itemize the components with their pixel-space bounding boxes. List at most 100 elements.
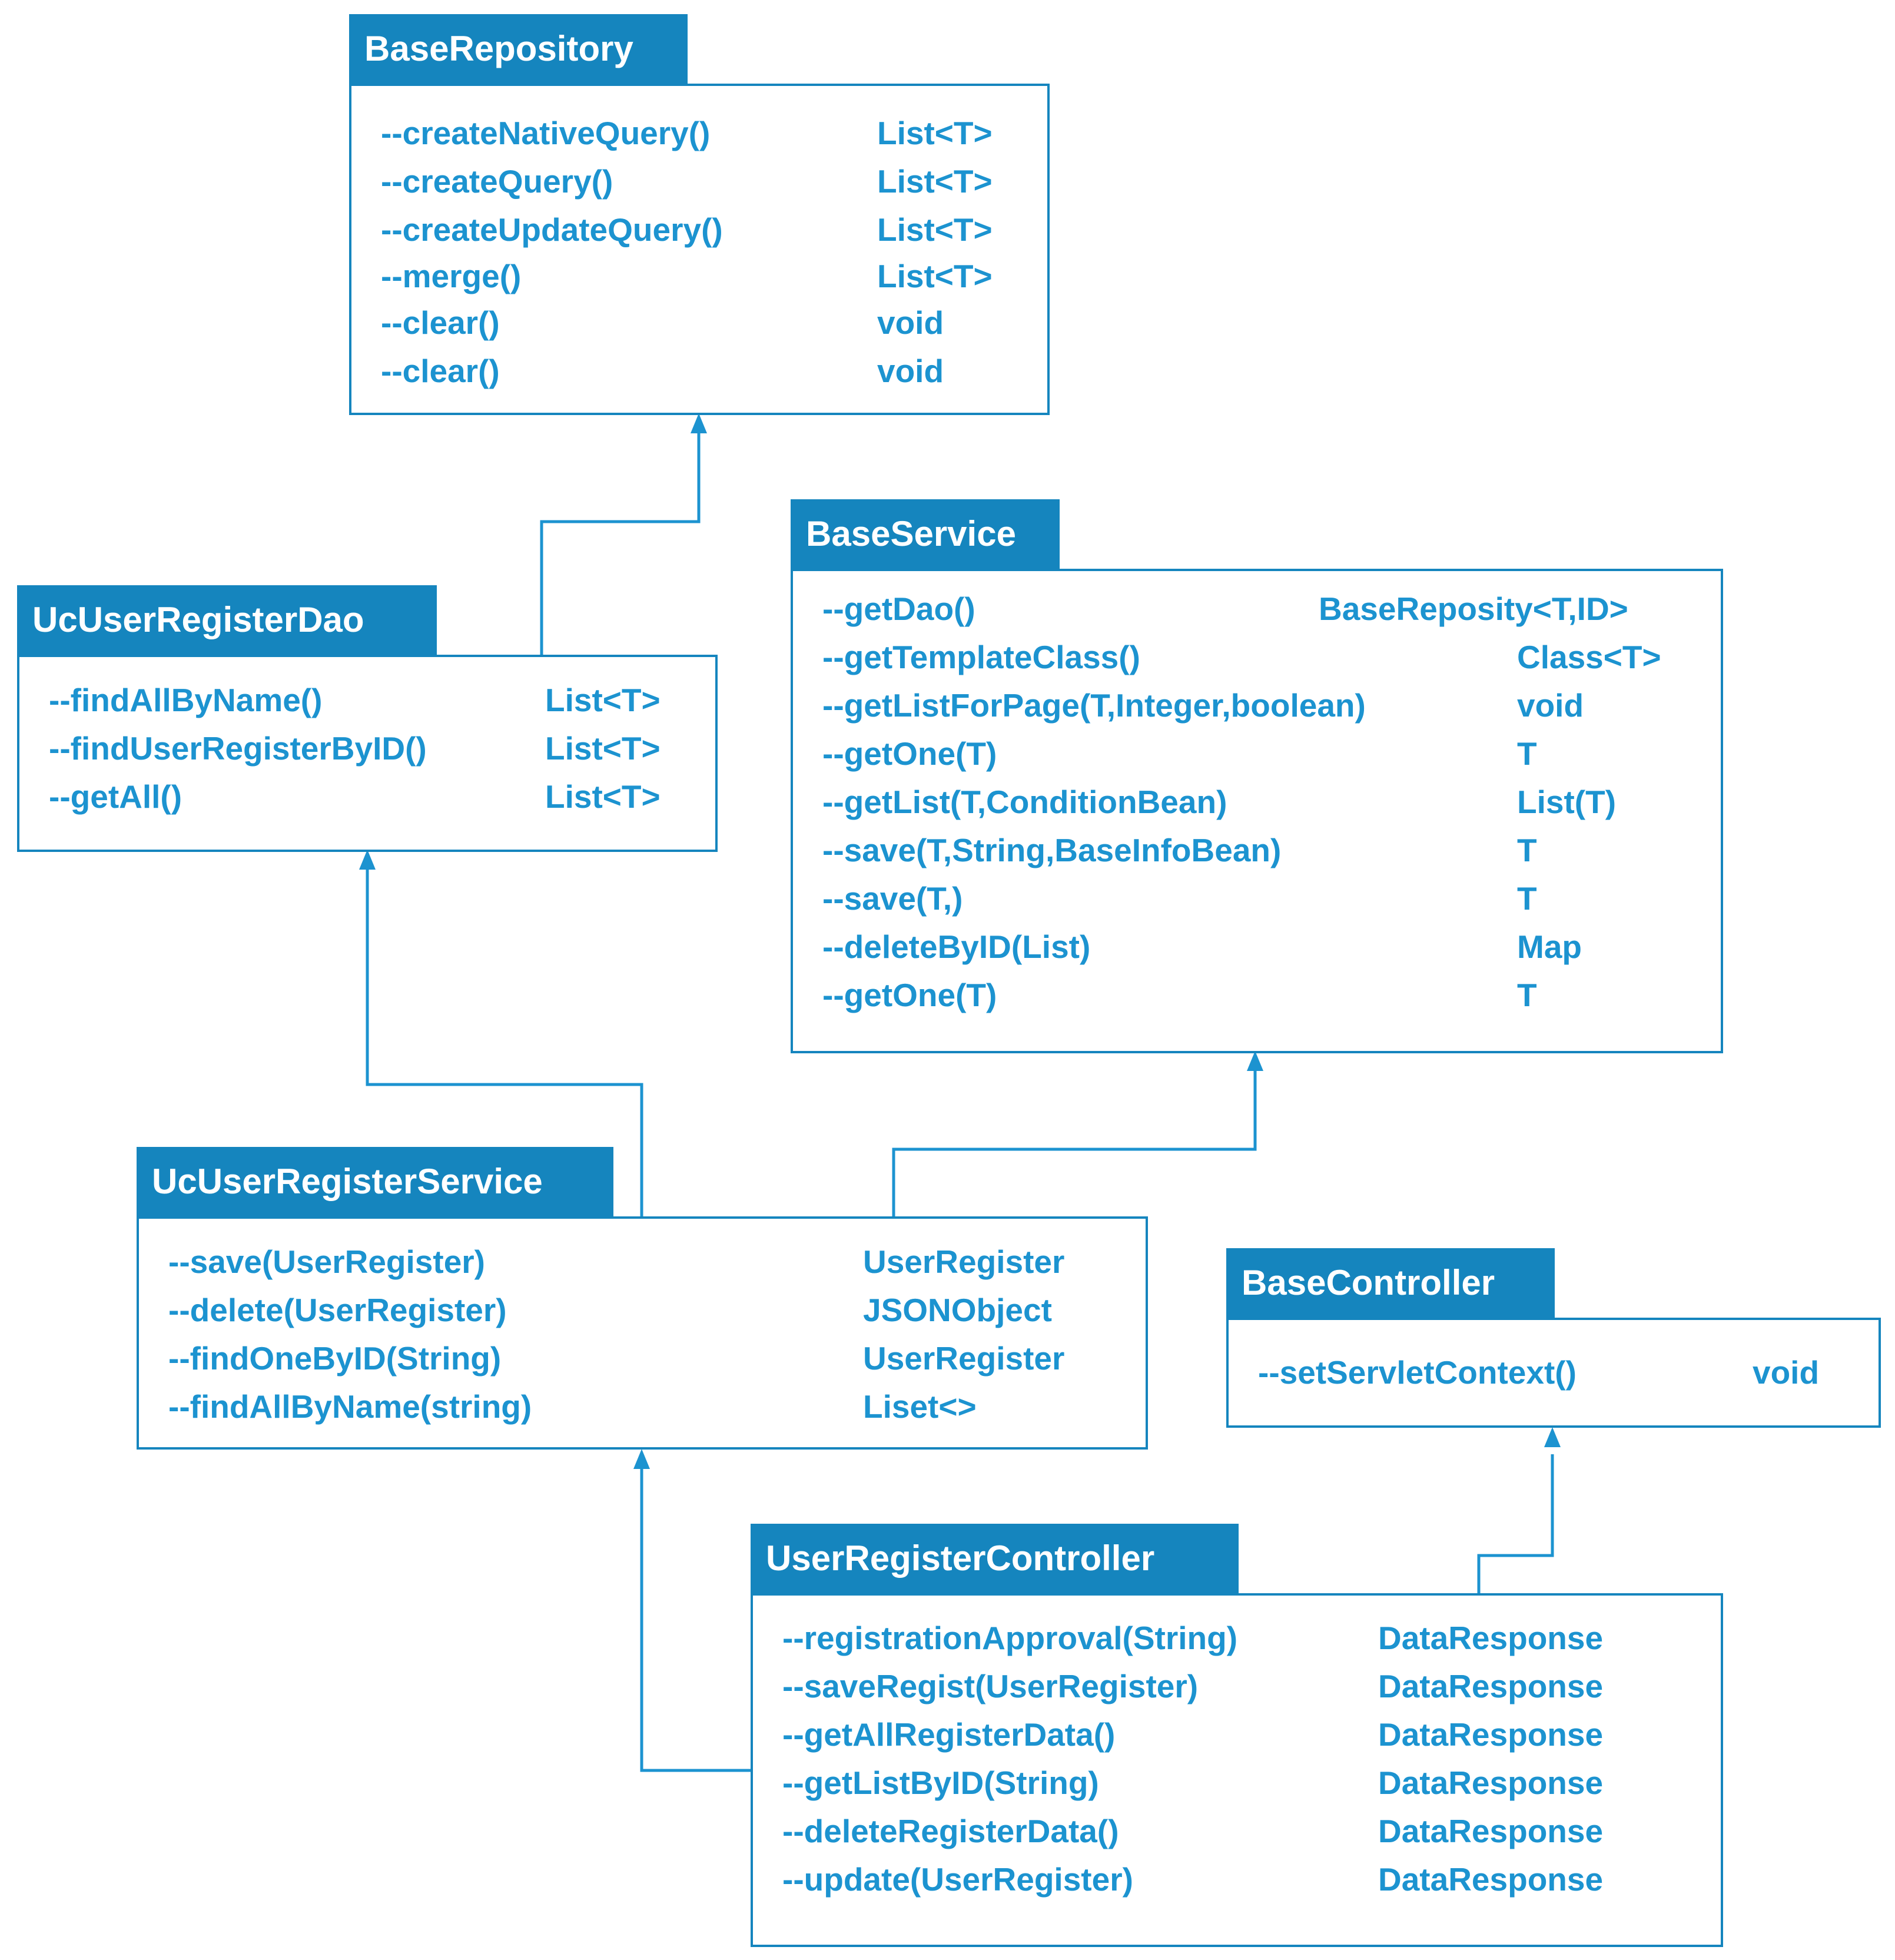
return-type: Map [1517,928,1582,965]
return-type: void [877,304,944,341]
member-row: --getListByID(String) DataResponse [753,1759,1721,1807]
member-row: --getAll() List<T> [19,772,715,821]
method-name: --getAllRegisterData() [782,1716,1116,1753]
return-type: List<T> [877,163,993,200]
arrowhead-service [633,1449,650,1469]
member-row: --saveRegist(UserRegister) DataResponse [753,1662,1721,1710]
member-row: --setServletContext() void [1229,1348,1879,1397]
return-type: List(T) [1517,784,1617,820]
method-name: --setServletContext() [1258,1354,1577,1391]
arrowhead-dao [359,850,376,870]
member-row: --getDao() BaseReposity<T,ID> [793,585,1721,633]
method-name: --save(UserRegister) [168,1243,485,1280]
method-name: --createQuery() [381,163,613,200]
return-type: void [1753,1354,1820,1391]
member-row: --save(T,String,BaseInfoBean) T [793,826,1721,874]
method-name: --clear() [381,304,500,341]
member-row: --clear() void [351,347,1047,395]
class-body: --createNativeQuery() List<T> --createQu… [349,84,1050,415]
method-name: --findAllByName() [49,682,323,718]
member-row: --findAllByName() List<T> [19,676,715,724]
method-name: --getListByID(String) [782,1765,1099,1801]
method-name: --clear() [381,353,500,389]
class-body: --getDao() BaseReposity<T,ID> --getTempl… [791,569,1723,1053]
connector-service-to-dao [366,865,643,1216]
method-name: --getTemplateClass() [822,639,1140,675]
return-type: T [1517,880,1537,917]
member-row: --registrationApproval(String) DataRespo… [753,1614,1721,1662]
member-row: --save(UserRegister) UserRegister [139,1238,1146,1286]
return-type: T [1517,977,1537,1013]
return-type: void [877,353,944,389]
method-name: --delete(UserRegister) [168,1292,507,1328]
method-name: --createUpdateQuery() [381,211,723,248]
method-name: --findAllByName(string) [168,1388,532,1425]
member-row: --getOne(T) T [793,729,1721,778]
connector-service-to-baseservice [892,1067,1257,1216]
return-type: DataResponse [1378,1813,1604,1849]
class-body: --save(UserRegister) UserRegister --dele… [137,1216,1148,1450]
return-type: T [1517,832,1537,868]
class-title: BaseRepository [349,14,688,84]
member-row: --getAllRegisterData() DataResponse [753,1710,1721,1759]
arrowhead-basecontroller [1544,1427,1561,1447]
class-title: UcUserRegisterService [137,1147,613,1216]
class-title: UserRegisterController [751,1524,1239,1593]
method-name: --save(T,) [822,880,963,917]
connector-controller-to-basecontroller [1477,1454,1554,1593]
method-name: --getList(T,ConditionBean) [822,784,1227,820]
member-row: --getOne(T) T [793,971,1721,1019]
return-type: JSONObject [863,1292,1052,1328]
method-name: --createNativeQuery() [381,115,711,151]
return-type: UserRegister [863,1340,1065,1377]
return-type: List<T> [877,115,993,151]
class-body: --findAllByName() List<T> --findUserRegi… [17,655,718,852]
return-type: DataResponse [1378,1861,1604,1898]
return-type: List<T> [545,730,661,767]
return-type: T [1517,735,1537,772]
connector-dao-to-repository [540,433,701,655]
return-type: Liset<> [863,1388,977,1425]
return-type: DataResponse [1378,1765,1604,1801]
method-name: --getListForPage(T,Integer,boolean) [822,687,1366,724]
return-type: List<T> [877,211,993,248]
method-name: --getAll() [49,778,182,815]
return-type: BaseReposity<T,ID> [1319,591,1628,627]
return-type: DataResponse [1378,1716,1604,1753]
return-type: List<T> [545,778,661,815]
return-type: void [1517,687,1584,724]
method-name: --findUserRegisterByID() [49,730,427,767]
class-body: --registrationApproval(String) DataRespo… [751,1593,1723,1947]
return-type: List<T> [545,682,661,718]
return-type: DataResponse [1378,1668,1604,1704]
connector-controller-to-service [640,1465,751,1772]
member-row: --deleteRegisterData() DataResponse [753,1807,1721,1855]
member-row: --delete(UserRegister) JSONObject [139,1286,1146,1334]
member-row: --getTemplateClass() Class<T> [793,633,1721,681]
member-row: --createNativeQuery() List<T> [351,109,1047,157]
member-row: --findUserRegisterByID() List<T> [19,724,715,772]
arrowhead-repository [691,413,707,433]
member-row: --createQuery() List<T> [351,157,1047,205]
method-name: --deleteRegisterData() [782,1813,1119,1849]
class-title: UcUserRegisterDao [17,585,437,655]
method-name: --getOne(T) [822,977,997,1013]
member-row: --getListForPage(T,Integer,boolean) void [793,681,1721,729]
arrowhead-baseservice [1247,1051,1263,1071]
method-name: --getOne(T) [822,735,997,772]
member-row: --deleteByID(List) Map [793,923,1721,971]
class-title: BaseService [791,499,1060,569]
method-name: --save(T,String,BaseInfoBean) [822,832,1282,868]
member-row: --update(UserRegister) DataResponse [753,1855,1721,1903]
return-type: UserRegister [863,1243,1065,1280]
return-type: Class<T> [1517,639,1661,675]
member-row: --clear() void [351,299,1047,347]
member-row: --getList(T,ConditionBean) List(T) [793,778,1721,826]
member-row: --findOneByID(String) UserRegister [139,1334,1146,1382]
member-row: --merge() List<T> [351,252,1047,300]
method-name: --findOneByID(String) [168,1340,502,1377]
member-row: --createUpdateQuery() List<T> [351,205,1047,254]
class-body: --setServletContext() void [1226,1318,1881,1428]
method-name: --getDao() [822,591,975,627]
